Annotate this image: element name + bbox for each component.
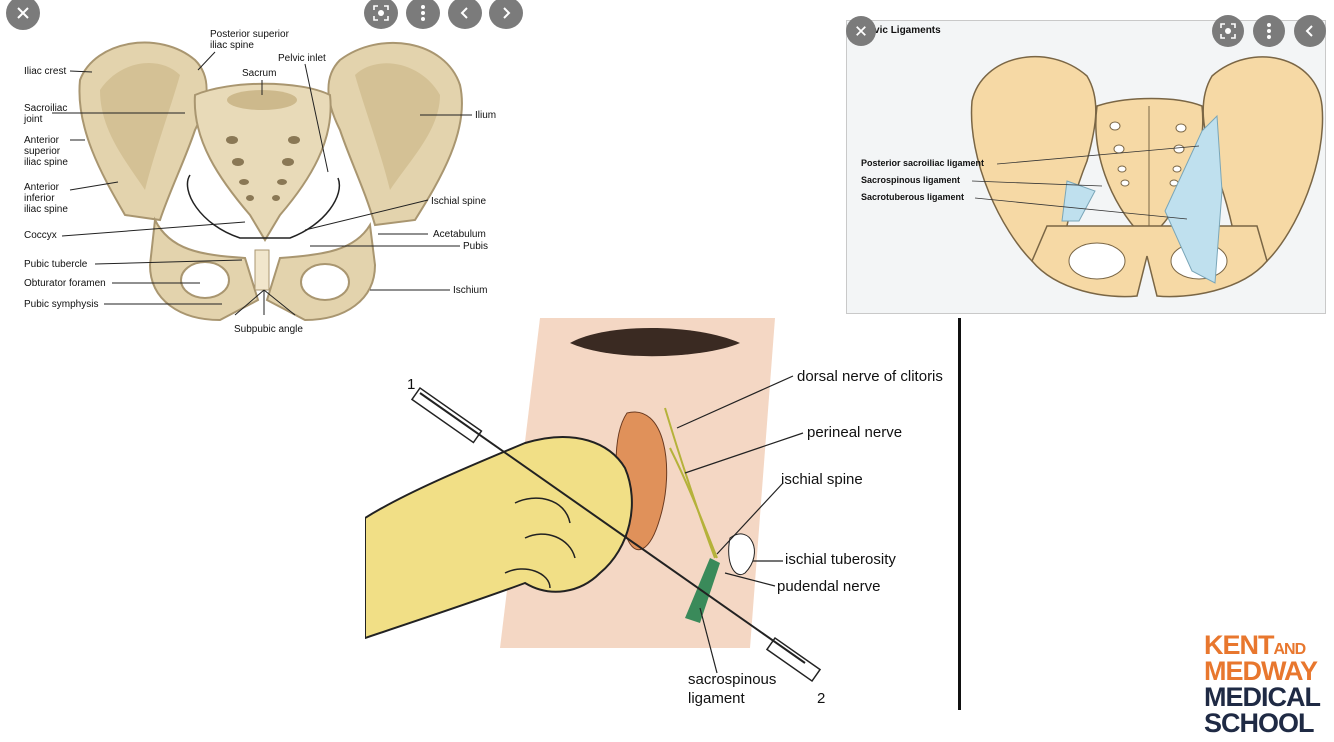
ligaments-drawing <box>970 55 1324 298</box>
label-sacrospinous-ligament: sacrospinous ligament <box>688 671 777 707</box>
label-pubis: Pubis <box>463 241 489 252</box>
more-vert-icon <box>1267 23 1271 39</box>
next-button[interactable] <box>489 0 523 29</box>
logo-kent: KENT <box>1204 630 1274 660</box>
ligaments-lens-button[interactable] <box>1212 15 1244 47</box>
ligaments-previous-button[interactable] <box>1294 15 1326 47</box>
chevron-right-icon <box>503 7 511 19</box>
label-num-1: 1 <box>407 376 416 393</box>
lens-icon <box>1220 23 1236 39</box>
label-asis: Anterior superior iliac spine <box>24 135 68 168</box>
pelvis-image[interactable]: Iliac crest Sacroiliac joint Anterior su… <box>0 0 520 340</box>
label-psis: Posterior superior iliac spine <box>210 29 289 51</box>
label-coccyx: Coccyx <box>24 230 57 241</box>
chevron-left-icon <box>460 7 468 19</box>
more-options-button[interactable] <box>406 0 440 29</box>
ligaments-close-button[interactable] <box>846 16 876 46</box>
label-obturator-foramen: Obturator foramen <box>24 278 106 289</box>
logo-line-4: SCHOOL <box>1204 708 1315 738</box>
ligaments-image[interactable]: Pelvic Ligaments Posterior sacroiliac li… <box>846 20 1326 314</box>
label-dorsal-nerve: dorsal nerve of clitoris <box>797 368 943 385</box>
lens-icon <box>373 5 389 21</box>
logo-and: AND <box>1273 641 1307 658</box>
lens-button[interactable] <box>364 0 398 29</box>
close-icon <box>17 7 29 19</box>
label-iliac-crest: Iliac crest <box>24 66 67 77</box>
label-ischial-tuberosity: ischial tuberosity <box>785 551 896 568</box>
previous-button[interactable] <box>448 0 482 29</box>
label-ischial-spine-block: ischial spine <box>781 471 863 488</box>
label-ischium: Ischium <box>453 285 488 296</box>
label-posterior-sacroiliac: Posterior sacroiliac ligament <box>861 158 985 168</box>
label-pelvic-inlet: Pelvic inlet <box>278 53 326 64</box>
logo-line-2: MEDWAY <box>1204 656 1318 686</box>
logo-line-3: MEDICAL <box>1204 682 1321 712</box>
close-button[interactable] <box>6 0 40 30</box>
pudendal-block-image[interactable]: 1 2 dorsal nerve of clitoris perineal ne… <box>364 318 961 712</box>
kent-medway-logo: KENTAND MEDWAY MEDICAL SCHOOL <box>1200 632 1330 738</box>
close-icon <box>856 26 866 36</box>
label-pubic-symphysis: Pubic symphysis <box>24 299 99 310</box>
label-aiis: Anterior inferior iliac spine <box>24 182 68 215</box>
label-sacrum: Sacrum <box>242 68 277 79</box>
label-ischial-spine: Ischial spine <box>431 196 487 207</box>
image-divider <box>958 318 961 710</box>
label-ilium: Ilium <box>475 110 497 121</box>
pelvis-drawing <box>52 41 472 322</box>
label-acetabulum: Acetabulum <box>433 229 486 240</box>
ligaments-more-button[interactable] <box>1253 15 1285 47</box>
label-num-2: 2 <box>817 690 826 707</box>
more-vert-icon <box>421 5 425 21</box>
logo-line-1: KENTAND <box>1204 630 1307 663</box>
pudendal-block-drawing <box>364 318 822 683</box>
label-sacrotuberous: Sacrotuberous ligament <box>861 192 965 202</box>
label-subpubic-angle: Subpubic angle <box>234 324 303 335</box>
label-sacroiliac-joint: Sacroiliac joint <box>24 103 68 125</box>
label-sacrospinous: Sacrospinous ligament <box>861 175 961 185</box>
chevron-left-icon <box>1305 25 1313 37</box>
label-pubic-tubercle: Pubic tubercle <box>24 259 88 270</box>
label-perineal-nerve: perineal nerve <box>807 424 903 441</box>
label-pudendal-nerve: pudendal nerve <box>777 578 881 595</box>
